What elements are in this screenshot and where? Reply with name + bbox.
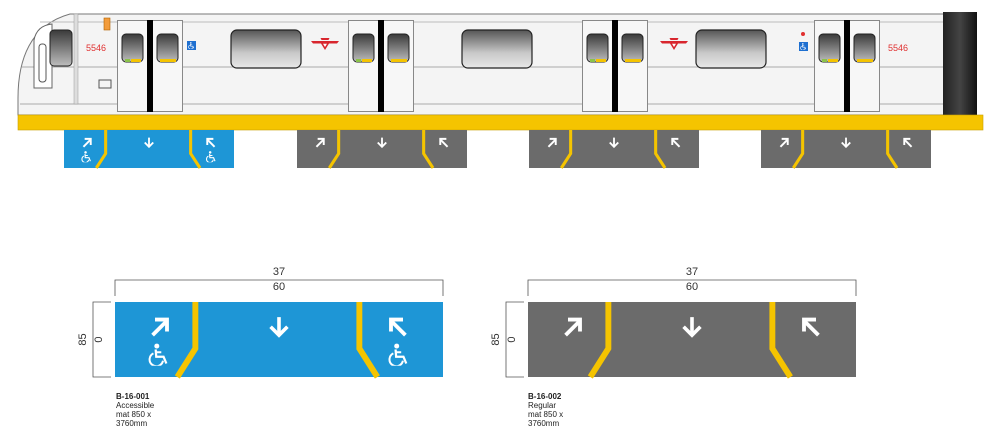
dimension-line-width	[527, 279, 857, 296]
yellow-guide-line-right	[356, 302, 380, 379]
dimension-bottom-value: 60	[273, 281, 285, 293]
yellow-guide-line-right	[769, 302, 793, 379]
mat-caption-regular: B-16-002 Regular mat 850 x 3760mm	[528, 392, 563, 428]
dimension-side-bottom-value: 0	[506, 336, 518, 342]
yellow-guide-line-left	[560, 130, 573, 169]
wheelchair-icon	[799, 42, 808, 51]
platform-mat-3	[529, 130, 699, 169]
platform-mats-row	[64, 130, 931, 169]
yellow-guide-line-left	[587, 302, 612, 379]
car-number-right: 5546	[888, 43, 908, 53]
mat-surface	[64, 130, 234, 168]
mat-regular	[528, 302, 856, 379]
mat-surface	[529, 130, 699, 168]
train-door-1	[117, 20, 183, 112]
yellow-guide-line-right	[422, 130, 435, 169]
platform-mat-1	[64, 130, 234, 169]
dimension-bottom-value: 60	[686, 281, 698, 293]
mat-detail-regular: 37 60 85 0	[490, 266, 857, 379]
door-chime-indicator	[801, 32, 805, 36]
yellow-guide-line-left	[174, 302, 199, 379]
yellow-guide-line-right	[189, 130, 202, 169]
train-rear-bellows	[943, 12, 977, 116]
yellow-guide-line-left	[792, 130, 805, 169]
dimension-side-top-value: 85	[77, 333, 89, 345]
yellow-guide-line-left	[328, 130, 341, 169]
mat-accessible	[115, 302, 443, 379]
platform-edge-strip	[17, 114, 984, 131]
dimension-line-height	[92, 301, 111, 378]
mat-size-line1: mat 850 x	[116, 410, 152, 419]
yellow-guide-line-right	[886, 130, 899, 169]
dimension-line-width	[114, 279, 444, 296]
dimension-top-value: 37	[273, 266, 285, 278]
mat-label: Accessible	[116, 401, 155, 410]
mat-size-line2: 3760mm	[528, 419, 560, 428]
mat-code: B-16-002	[528, 392, 562, 401]
mat-surface	[528, 302, 856, 377]
train-door-4	[814, 20, 880, 112]
subway-train: 5546 5546	[17, 12, 977, 116]
mat-surface	[761, 130, 931, 168]
train-cab	[33, 13, 112, 105]
mat-detail-accessible: 37 60 85 0	[77, 266, 444, 379]
mat-surface	[297, 130, 467, 168]
train-window-1	[230, 29, 302, 69]
mat-code: B-16-001	[116, 392, 150, 401]
dimension-side-top-value: 85	[490, 333, 502, 345]
dimension-side-bottom-value: 0	[93, 336, 105, 342]
yellow-guide-line-right	[654, 130, 667, 169]
yellow-guide-line-left	[95, 130, 108, 169]
train-door-2	[348, 20, 414, 112]
wheelchair-icon	[187, 41, 196, 50]
car-number-left: 5546	[86, 43, 106, 53]
mat-size-line1: mat 850 x	[528, 410, 564, 419]
mat-label: Regular	[528, 401, 557, 410]
mat-detail-drawings: 37 60 85 0 37 60 85 0	[77, 266, 857, 379]
mat-surface	[115, 302, 443, 377]
dimension-top-value: 37	[686, 266, 698, 278]
dimension-line-height	[505, 301, 524, 378]
mat-size-line2: 3760mm	[116, 419, 148, 428]
platform-mat-4	[761, 130, 931, 169]
train-door-3	[582, 20, 648, 112]
platform-mat-2	[297, 130, 467, 169]
mat-caption-accessible: B-16-001 Accessible mat 850 x 3760mm	[116, 392, 154, 428]
train-window-3	[695, 29, 767, 69]
train-window-2	[461, 29, 533, 69]
